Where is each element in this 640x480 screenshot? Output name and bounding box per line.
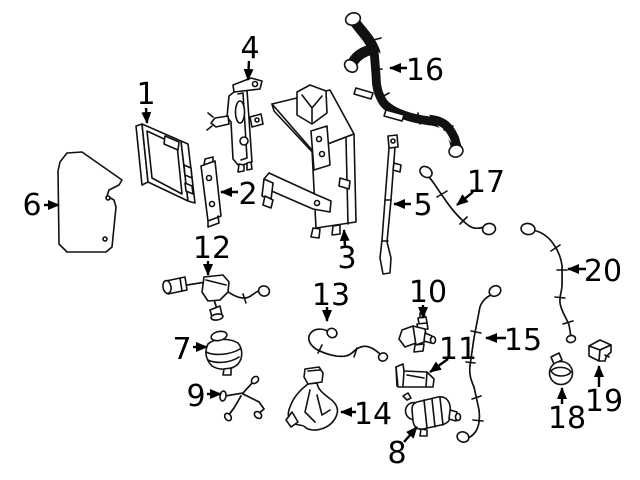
callout-label-3: 3 [337, 241, 356, 276]
callout-label-12: 12 [193, 231, 231, 266]
part-9-connector-pipe-drawing [219, 375, 265, 422]
callout-label-2: 2 [238, 177, 257, 212]
part-18-cap-drawing [548, 352, 574, 386]
part-3-mounting-bracket-drawing [261, 84, 357, 239]
part-4-upper-bracket-drawing [206, 77, 264, 173]
callout-label-17: 17 [467, 165, 505, 200]
part-10-valve-drawing [398, 311, 437, 353]
part-20-right-hose-drawing [520, 222, 577, 344]
part-8-auxiliary-pump-lower-drawing [402, 392, 462, 437]
part-15-long-hose-drawing [456, 284, 502, 443]
callout-arrow-11 [429, 358, 449, 373]
part-12-hose-assembly-drawing [162, 274, 271, 321]
callout-label-6: 6 [22, 188, 41, 223]
callout-label-10: 10 [409, 275, 447, 310]
callout-label-13: 13 [312, 278, 350, 313]
callout-label-5: 5 [413, 188, 432, 223]
callout-label-4: 4 [240, 31, 259, 66]
part-1-control-module-drawing [135, 123, 196, 204]
callout-arrow-17 [456, 191, 474, 206]
callout-label-14: 14 [354, 397, 392, 432]
part-5-support-strip-drawing [379, 134, 402, 275]
part-13-hose-drawing [308, 327, 389, 362]
callout-label-19: 19 [585, 384, 623, 419]
callout-label-7: 7 [172, 332, 191, 367]
callout-label-8: 8 [387, 436, 406, 471]
callout-label-1: 1 [136, 77, 155, 112]
callout-arrow-1 [141, 107, 152, 124]
callout-label-11: 11 [439, 332, 477, 367]
callout-label-20: 20 [584, 254, 622, 289]
part-6-side-shield-drawing [57, 151, 123, 253]
part-2-mounting-plate-drawing [200, 156, 222, 228]
callout-arrow-4 [243, 60, 254, 81]
callout-label-9: 9 [186, 379, 205, 414]
part-7-auxiliary-pump-drawing [205, 330, 243, 376]
callout-arrow-3 [339, 229, 350, 247]
callout-label-18: 18 [548, 401, 586, 436]
callout-arrow-8 [403, 426, 418, 443]
part-19-clip-drawing [588, 339, 612, 362]
callout-label-15: 15 [504, 323, 542, 358]
part-14-pump-bracket-drawing [285, 366, 339, 431]
callout-label-16: 16 [406, 53, 444, 88]
part-16-hose-assembly-drawing [343, 12, 464, 158]
part-11-valve-bracket-drawing [395, 363, 435, 388]
